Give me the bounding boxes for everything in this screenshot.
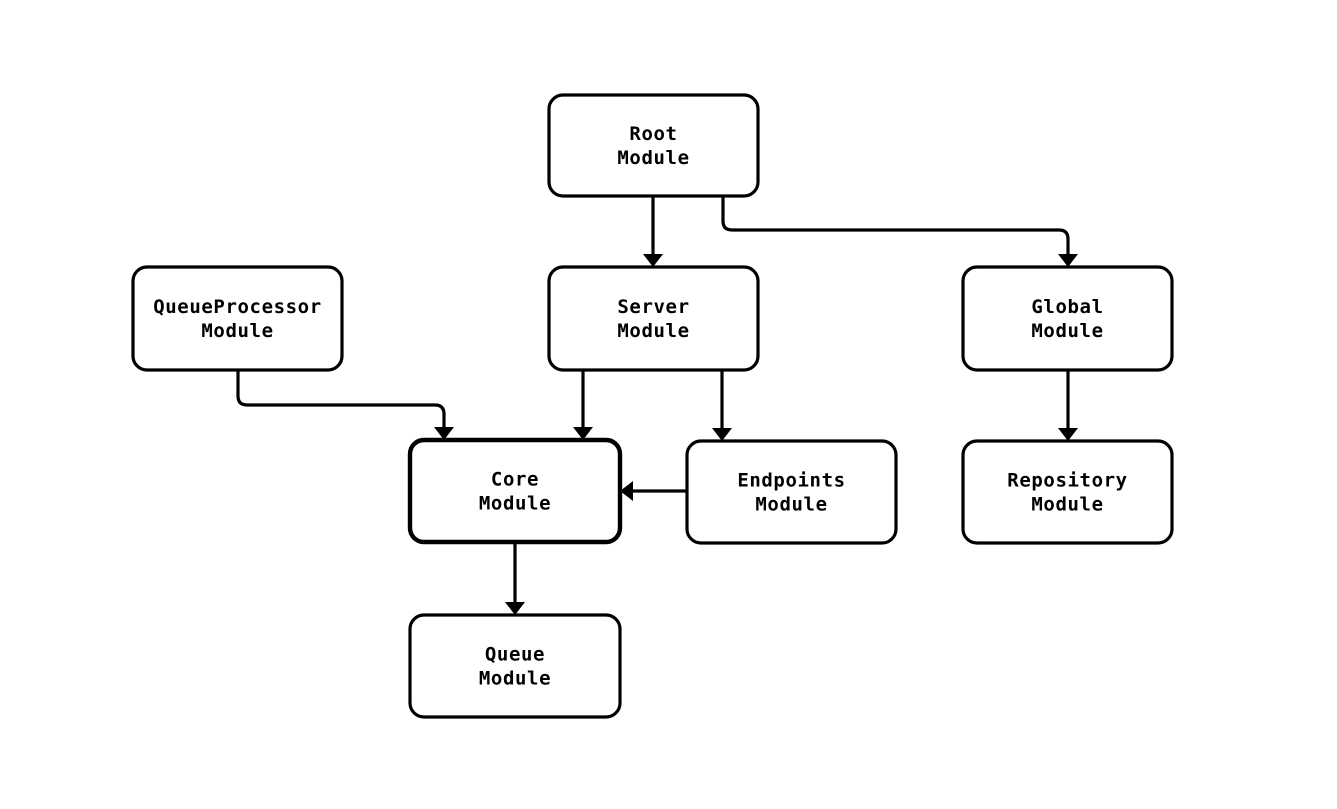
edge-core-to-queue-arrowhead-icon bbox=[505, 602, 525, 615]
endpoints-module-node-label-line1: Endpoints bbox=[737, 470, 845, 492]
queueprocessor-module-node-box[interactable] bbox=[131, 265, 344, 372]
edge-core-to-queue bbox=[505, 542, 525, 615]
edge-root-to-server-arrowhead-icon bbox=[643, 254, 663, 267]
edge-queueprocessor-to-core-line bbox=[236, 370, 446, 431]
root-module-node-box[interactable] bbox=[547, 93, 760, 198]
edge-endpoints-to-core-arrowhead-icon bbox=[620, 481, 633, 501]
edge-server-to-endpoints bbox=[712, 370, 732, 441]
global-module-node-label-line2: Module bbox=[1031, 320, 1103, 342]
edge-root-to-global bbox=[721, 196, 1078, 267]
edge-root-to-global-arrowhead-icon bbox=[1058, 254, 1078, 267]
endpoints-module-node-box[interactable] bbox=[685, 439, 898, 545]
core-module-node-box[interactable] bbox=[407, 437, 623, 545]
edge-queueprocessor-to-core-arrowhead-icon bbox=[434, 427, 454, 440]
queue-module-node-box[interactable] bbox=[408, 613, 622, 719]
global-module-node-box[interactable] bbox=[961, 265, 1174, 372]
core-module-node-label-line2: Module bbox=[479, 493, 551, 515]
queueprocessor-module-node-label-line2: Module bbox=[201, 320, 273, 342]
edge-global-to-repository bbox=[1058, 370, 1078, 441]
edge-server-to-core-arrowhead-icon bbox=[573, 427, 593, 440]
server-module-node-label-line2: Module bbox=[617, 320, 689, 342]
edges-layer bbox=[236, 196, 1078, 615]
queue-module-node-label-line2: Module bbox=[479, 668, 551, 690]
edge-root-to-global-line bbox=[721, 196, 1070, 258]
edge-global-to-repository-arrowhead-icon bbox=[1058, 428, 1078, 441]
edge-root-to-server bbox=[643, 196, 663, 267]
root-module-node-label-line1: Root bbox=[629, 123, 677, 145]
repository-module-node-box[interactable] bbox=[961, 439, 1174, 545]
queue-module-node-label-line1: Queue bbox=[485, 644, 545, 666]
queueprocessor-module-node-label-line1: QueueProcessor bbox=[153, 296, 322, 318]
edge-server-to-endpoints-arrowhead-icon bbox=[712, 428, 732, 441]
edge-server-to-core bbox=[573, 370, 593, 440]
repository-module-node-label-line2: Module bbox=[1031, 494, 1103, 516]
repository-module-node-label-line1: Repository bbox=[1007, 470, 1127, 492]
edge-endpoints-to-core bbox=[620, 481, 687, 501]
server-module-node-label-line1: Server bbox=[617, 296, 689, 318]
nodes-layer: RootModuleQueueProcessorModuleServerModu… bbox=[131, 93, 1174, 719]
root-module-node-label-line2: Module bbox=[617, 147, 689, 169]
edge-queueprocessor-to-core bbox=[236, 370, 454, 440]
core-module-node-label-line1: Core bbox=[491, 469, 539, 491]
server-module-node-box[interactable] bbox=[547, 265, 760, 372]
endpoints-module-node-label-line2: Module bbox=[755, 494, 827, 516]
global-module-node-label-line1: Global bbox=[1031, 296, 1103, 318]
